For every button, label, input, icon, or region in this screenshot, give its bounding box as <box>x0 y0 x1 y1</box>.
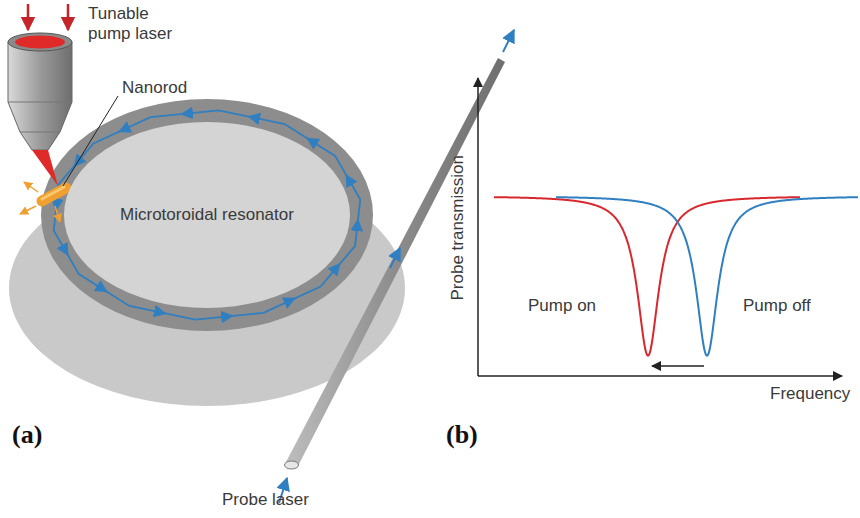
axis-label: Frequency <box>770 384 850 404</box>
transmission-chart <box>478 78 858 376</box>
pump-arrow <box>27 4 30 30</box>
curve-label: Pump on <box>528 296 596 316</box>
part-label: Nanorod <box>122 78 187 98</box>
light-path <box>54 110 361 319</box>
axis-label: Probe transmission <box>448 155 468 301</box>
pump-beam <box>32 150 58 186</box>
curve-label: Pump off <box>743 296 811 316</box>
pump-label: Tunable pump laser <box>88 4 180 43</box>
resonator-disk: Microtoroidal resonator <box>64 122 350 308</box>
panel-letter: (a) <box>12 420 42 450</box>
panel-letter: (b) <box>446 420 478 450</box>
pump-arrow <box>67 4 70 30</box>
toroid-ring <box>41 99 373 331</box>
node-label: Microtoroidal resonator <box>120 205 294 225</box>
probe-label: Probe laser <box>222 490 309 510</box>
objective-lens <box>8 33 72 186</box>
